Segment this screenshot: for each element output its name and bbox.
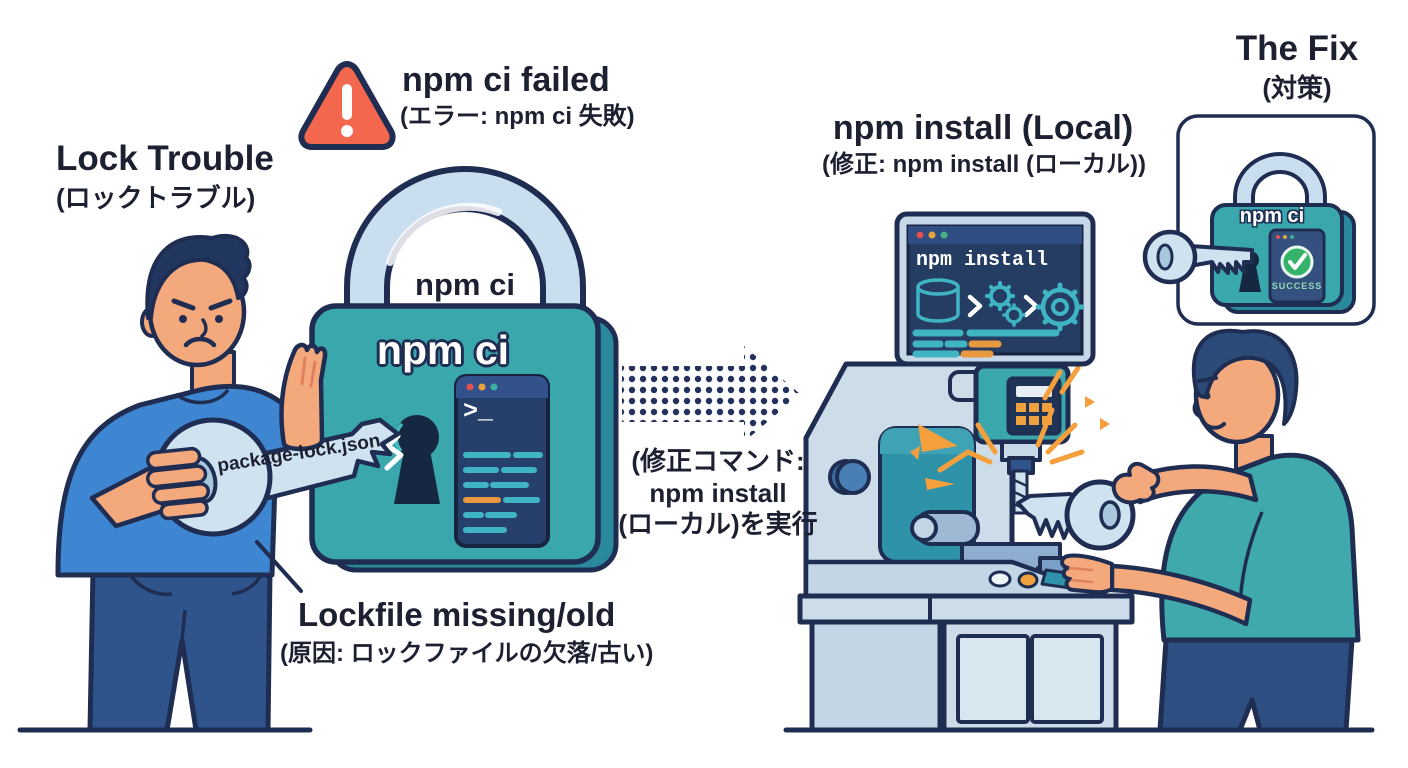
head xyxy=(140,234,252,368)
angry-eyebrows xyxy=(171,298,233,311)
hand-gripping-key xyxy=(145,446,211,521)
hand-touching-lock xyxy=(279,342,328,452)
warning-triangle-icon xyxy=(298,61,396,150)
fixlock-label: npm ci xyxy=(1239,205,1305,227)
fix-panel xyxy=(1142,114,1376,326)
lock-trouble-title: Lock Trouble xyxy=(56,139,274,178)
thefix-subtitle: (対策) xyxy=(1262,73,1332,103)
padlock-illustration xyxy=(309,166,619,573)
key-cutting-machine xyxy=(797,361,1136,733)
fix-padlock xyxy=(1210,152,1356,314)
fix-command-note: (修正コマンド: npm install (ローカル)を実行 xyxy=(608,446,828,541)
note-line-1: (修正コマンド: xyxy=(631,446,805,476)
note-line-3: (ローカル)を実行 xyxy=(618,509,818,540)
smile-mouth xyxy=(1203,422,1226,430)
lock-terminal-icon xyxy=(454,374,550,548)
upper-arm xyxy=(1129,464,1259,505)
note-line-2: npm install xyxy=(649,477,787,508)
developer-right xyxy=(1060,328,1361,733)
key-being-cut xyxy=(1016,479,1136,551)
success-check-icon xyxy=(1280,245,1314,279)
fix-title: npm install (Local) xyxy=(832,109,1134,147)
hair xyxy=(145,234,252,320)
monitor-illustration xyxy=(894,211,1096,367)
lock-trouble-subtitle: (ロックトラブル) xyxy=(56,183,256,213)
fix-key-icon xyxy=(1142,229,1254,285)
sparks xyxy=(910,365,1110,490)
shackle xyxy=(344,166,586,332)
progress-lines xyxy=(912,329,1060,358)
code-lines xyxy=(463,452,543,533)
cause-subtitle: (原因: ロックファイルの欠落/古い) xyxy=(280,640,654,667)
head xyxy=(1191,328,1299,445)
workbench xyxy=(797,593,1135,733)
frown-mouth xyxy=(183,336,217,348)
hair xyxy=(1191,328,1299,426)
error-subtitle: (エラー: npm ci 失敗) xyxy=(400,103,635,130)
lock-shackle-label: npm ci xyxy=(415,267,515,302)
key-shaft xyxy=(255,417,401,502)
jeans xyxy=(87,567,273,733)
cause-title: Lockfile missing/old xyxy=(298,596,616,633)
dotted-arrow-icon xyxy=(622,346,800,442)
pants xyxy=(1157,637,1355,733)
upper-hand xyxy=(1111,461,1161,505)
terminal-prompt: >_ xyxy=(463,397,494,426)
database-icon xyxy=(916,278,960,323)
leader-line xyxy=(255,540,303,593)
lower-hand xyxy=(1060,553,1114,595)
success-label: SUCCESS xyxy=(1271,281,1323,291)
success-terminal xyxy=(1268,228,1326,304)
gear-icon xyxy=(985,281,1085,332)
monitor-command: npm install xyxy=(916,249,1049,272)
lock-body-label: npm ci xyxy=(376,327,510,373)
error-title: npm ci failed xyxy=(402,61,610,99)
fix-subtitle: (修正: npm install (ローカル)) xyxy=(822,151,1146,178)
thefix-title: The Fix xyxy=(1235,29,1359,68)
